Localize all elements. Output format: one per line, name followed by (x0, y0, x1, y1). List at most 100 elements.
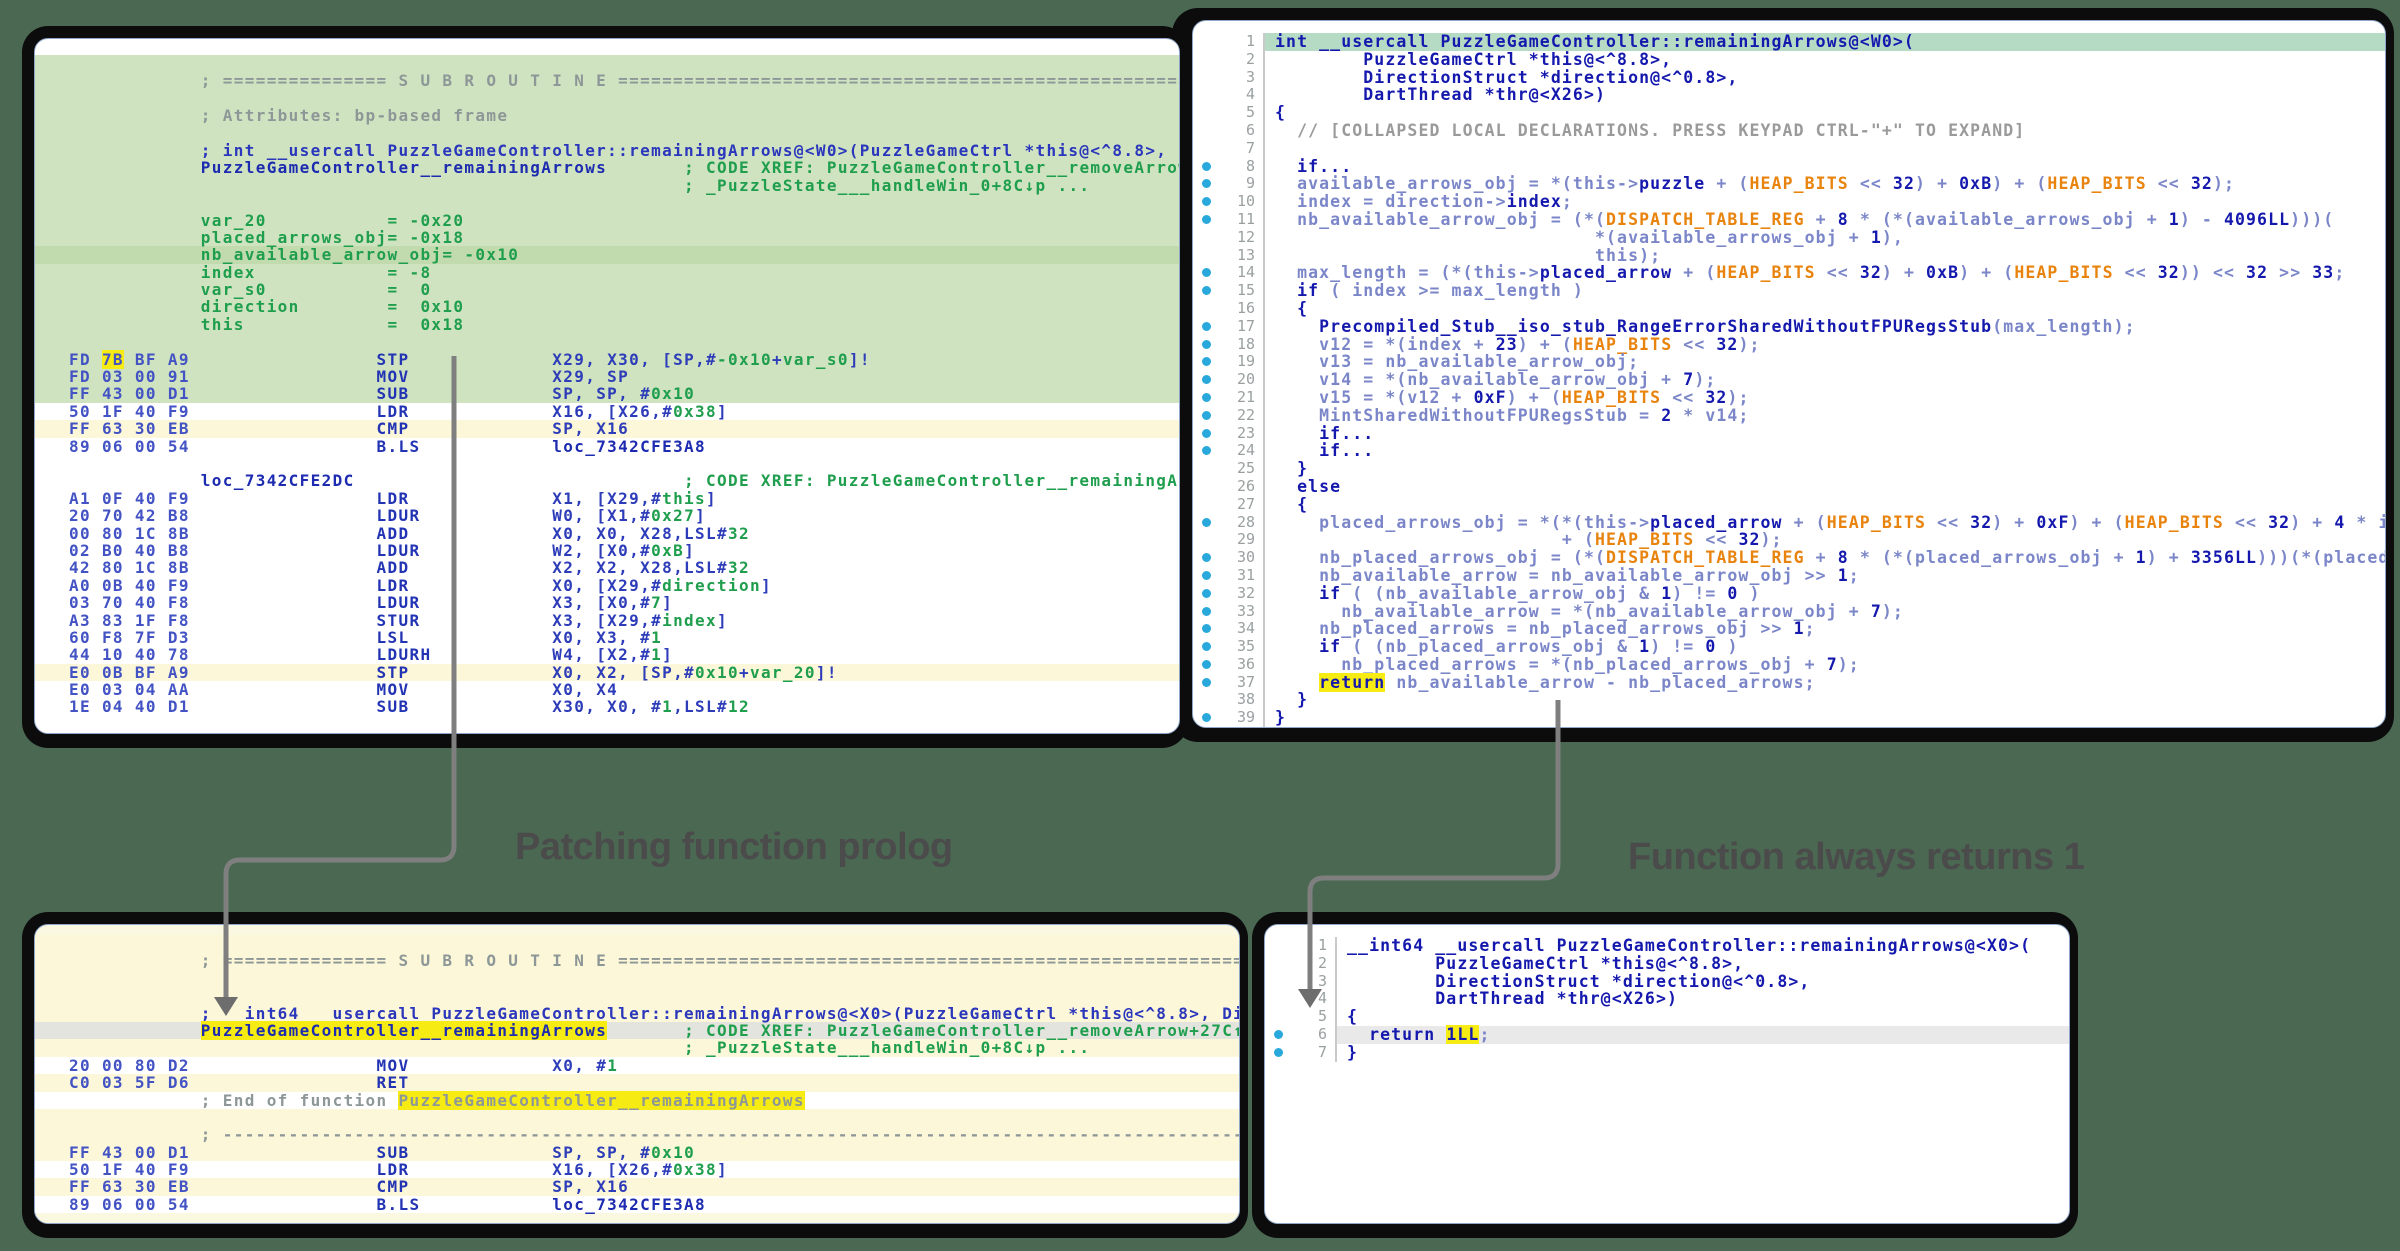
breakpoint-dot-icon[interactable] (1193, 371, 1219, 389)
pseudocode-line[interactable]: 35 if ( (nb_placed_arrows_obj & 1) != 0 … (1193, 637, 2385, 656)
asm-line[interactable]: A1 0F 40 F9 LDR X1, [X29,#this] (35, 490, 1179, 508)
breakpoint-dot-icon[interactable] (1193, 638, 1219, 656)
asm-line[interactable]: ; int __usercall PuzzleGameController::r… (35, 142, 1179, 160)
asm-line[interactable]: A3 83 1F F8 STUR X3, [X29,#index] (35, 611, 1179, 629)
asm-line[interactable]: FD 03 00 91 MOV X29, SP (35, 368, 1179, 386)
asm-line[interactable]: direction = 0x10 (35, 298, 1179, 316)
pseudocode-line[interactable]: 27 { (1193, 495, 2385, 514)
pseudocode-line[interactable]: 14 max_length = (*(this->placed_arrow + … (1193, 264, 2385, 283)
pseudocode-line[interactable]: 7} (1265, 1043, 2069, 1062)
pseudocode-line[interactable]: 5{ (1265, 1007, 2069, 1026)
asm-line[interactable]: placed_arrows_obj= -0x18 (35, 229, 1179, 247)
asm-line[interactable] (35, 194, 1179, 212)
asm-line[interactable]: FD 7B BF A9 STP X29, X30, [SP,#-0x10+var… (35, 349, 1179, 369)
asm-line[interactable]: PuzzleGameController__remainingArrows ; … (35, 159, 1179, 177)
pseudocode-line[interactable]: 4 DartThread *thr@<X26>) (1193, 86, 2385, 105)
asm-line[interactable]: var_s0 = 0 (35, 281, 1179, 299)
pseudocode-line[interactable]: 23 if... (1193, 424, 2385, 443)
asm-line[interactable] (35, 935, 1239, 953)
asm-line[interactable]: ; _PuzzleState___handleWin_0+8C↓p ... (35, 1039, 1239, 1057)
asm-line[interactable]: 00 80 1C 8B ADD X0, X0, X28,LSL#32 (35, 524, 1179, 542)
asm-line[interactable]: A0 0B 40 F9 LDR X0, [X29,#direction] (35, 577, 1179, 595)
asm-line[interactable]: ; =============== S U B R O U T I N E ==… (35, 952, 1239, 970)
pseudocode-line[interactable]: 24 if... (1193, 442, 2385, 461)
breakpoint-dot-icon[interactable] (1193, 656, 1219, 674)
pseudocode-line[interactable]: 11 nb_available_arrow_obj = (*(DISPATCH_… (1193, 210, 2385, 229)
asm-line[interactable]: 44 10 40 78 LDURH W4, [X2,#1] (35, 646, 1179, 664)
pseudocode-line[interactable]: 31 nb_available_arrow = nb_available_arr… (1193, 566, 2385, 585)
pseudocode-line[interactable]: 32 if ( (nb_available_arrow_obj & 1) != … (1193, 584, 2385, 603)
asm-line[interactable] (35, 1108, 1239, 1127)
breakpoint-dot-icon[interactable] (1193, 620, 1219, 638)
asm-line[interactable]: ; --------------------------------------… (35, 1126, 1239, 1144)
asm-line[interactable] (35, 969, 1239, 988)
asm-line[interactable] (35, 333, 1179, 351)
pseudocode-line[interactable]: 7 (1193, 139, 2385, 158)
asm-line[interactable]: ; _PuzzleState___handleWin_0+8C↓p ... (35, 177, 1179, 195)
asm-line[interactable]: FF 43 00 D1 SUB SP, SP, #0x10 (35, 385, 1179, 403)
pseudocode-line[interactable]: 38 } (1193, 691, 2385, 710)
breakpoint-dot-icon[interactable] (1193, 514, 1219, 532)
pseudocode-line[interactable]: 25 } (1193, 459, 2385, 478)
pseudocode-line[interactable]: 3 DirectionStruct *direction@<^0.8>, (1193, 68, 2385, 87)
asm-line[interactable] (35, 454, 1179, 473)
pseudocode-line[interactable]: 2 PuzzleGameCtrl *this@<^8.8>, (1193, 50, 2385, 69)
asm-line[interactable]: 20 70 42 B8 LDUR W0, [X1,#0x27] (35, 507, 1179, 525)
pseudocode-line[interactable]: 15 if ( index >= max_length ) (1193, 281, 2385, 300)
pseudocode-line[interactable]: 36 nb_placed_arrows = *(nb_placed_arrows… (1193, 655, 2385, 674)
breakpoint-dot-icon[interactable] (1193, 318, 1219, 336)
asm-line[interactable]: 50 1F 40 F9 LDR X16, [X26,#0x38] (35, 1161, 1239, 1179)
breakpoint-dot-icon[interactable] (1193, 425, 1219, 443)
breakpoint-dot-icon[interactable] (1193, 175, 1219, 193)
breakpoint-dot-icon[interactable] (1193, 674, 1219, 692)
pseudocode-line[interactable]: 21 v15 = *(v12 + 0xF) + (HEAP_BITS << 32… (1193, 388, 2385, 407)
pseudocode-line[interactable]: 18 v12 = *(index + 23) + (HEAP_BITS << 3… (1193, 335, 2385, 354)
pseudocode-line[interactable]: 29 + (HEAP_BITS << 32); (1193, 531, 2385, 550)
pseudocode-line[interactable]: 6 return 1LL; (1265, 1024, 2069, 1044)
pseudocode-line[interactable]: 20 v14 = *(nb_available_arrow_obj + 7); (1193, 370, 2385, 389)
pseudocode-line[interactable]: 1__int64 __usercall PuzzleGameController… (1265, 936, 2069, 955)
breakpoint-dot-icon[interactable] (1193, 336, 1219, 354)
breakpoint-dot-icon[interactable] (1193, 353, 1219, 371)
asm-line[interactable]: FF 63 30 EB CMP SP, X16 (35, 1178, 1239, 1196)
asm-line[interactable]: 02 B0 40 B8 LDUR W2, [X0,#0xB] (35, 542, 1179, 560)
asm-line[interactable]: C0 03 5F D6 RET (35, 1074, 1239, 1092)
breakpoint-dot-icon[interactable] (1193, 549, 1219, 567)
asm-line[interactable]: FF 63 30 EB CMP SP, X16 (35, 420, 1179, 438)
breakpoint-dot-icon[interactable] (1193, 193, 1219, 211)
asm-line[interactable]: E0 0B BF A9 STP X0, X2, [SP,#0x10+var_20… (35, 663, 1179, 682)
pseudocode-line[interactable]: 17 Precompiled_Stub__iso_stub_RangeError… (1193, 317, 2385, 336)
asm-line[interactable]: FF 43 00 D1 SUB SP, SP, #0x10 (35, 1143, 1239, 1162)
asm-line[interactable]: E0 03 04 AA MOV X0, X4 (35, 681, 1179, 699)
breakpoint-dot-icon[interactable] (1193, 585, 1219, 603)
breakpoint-dot-icon[interactable] (1193, 264, 1219, 282)
asm-line[interactable]: ; Attributes: bp-based frame (35, 107, 1179, 125)
breakpoint-dot-icon[interactable] (1193, 282, 1219, 300)
asm-line[interactable]: var_20 = -0x20 (35, 211, 1179, 229)
asm-line[interactable] (35, 987, 1239, 1005)
asm-line[interactable]: 89 06 00 54 B.LS loc_7342CFE3A8 (35, 1196, 1239, 1214)
asm-line[interactable]: 50 1F 40 F9 LDR X16, [X26,#0x38] (35, 403, 1179, 421)
breakpoint-dot-icon[interactable] (1193, 442, 1219, 460)
pseudocode-line[interactable]: 16 { (1193, 299, 2385, 318)
pseudocode-line[interactable]: 9 available_arrows_obj = *(this->puzzle … (1193, 175, 2385, 194)
pseudocode-line[interactable]: 4 DartThread *thr@<X26>) (1265, 990, 2069, 1009)
asm-line[interactable]: ; =============== S U B R O U T I N E ==… (35, 72, 1179, 90)
asm-line[interactable] (35, 89, 1179, 108)
pseudocode-line[interactable]: 30 nb_placed_arrows_obj = (*(DISPATCH_TA… (1193, 548, 2385, 567)
asm-line[interactable] (35, 55, 1179, 73)
pseudocode-line[interactable]: 39} (1193, 708, 2385, 727)
pseudocode-line[interactable]: 3 DirectionStruct *direction@<^0.8>, (1265, 972, 2069, 991)
asm-line[interactable]: 60 F8 7F D3 LSL X0, X3, #1 (35, 629, 1179, 647)
asm-line[interactable]: 1E 04 40 D1 SUB X30, X0, #1,LSL#12 (35, 698, 1179, 716)
breakpoint-dot-icon[interactable] (1193, 567, 1219, 585)
pseudocode-line[interactable]: 26 else (1193, 477, 2385, 496)
pseudocode-line[interactable]: 13 this); (1193, 246, 2385, 265)
pseudocode-line[interactable]: 22 MintSharedWithoutFPURegsStub = 2 * v1… (1193, 406, 2385, 425)
breakpoint-dot-icon[interactable] (1265, 1044, 1291, 1062)
breakpoint-dot-icon[interactable] (1193, 709, 1219, 727)
asm-line[interactable]: 89 06 00 54 B.LS loc_7342CFE3A8 (35, 437, 1179, 455)
pseudocode-line[interactable]: 34 nb_placed_arrows = nb_placed_arrows_o… (1193, 619, 2385, 639)
asm-line[interactable]: index = -8 (35, 263, 1179, 282)
